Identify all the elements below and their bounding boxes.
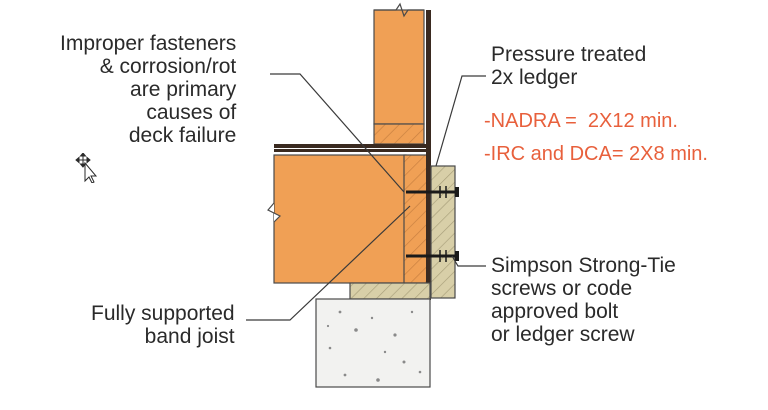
leader-improper-fasteners <box>270 73 405 193</box>
concrete-foundation <box>315 298 431 388</box>
sill-plate <box>349 282 431 300</box>
label-pressure-treated: Pressure treated 2x ledger <box>491 43 647 89</box>
label-improper-fasteners: Improper fasteners & corrosion/rot are p… <box>60 32 237 147</box>
deck-boards <box>274 144 426 152</box>
move-cursor-icon <box>75 153 98 183</box>
note-irc-dca: -IRC and DCA= 2X8 min. <box>484 143 708 165</box>
wall-stud <box>373 2 425 145</box>
leader-fully-supported <box>246 205 411 321</box>
wall-sheathing <box>426 10 431 300</box>
band-joist <box>403 154 429 284</box>
note-nadra: -NADRA = 2X12 min. <box>484 110 678 132</box>
deck-joist <box>267 154 407 284</box>
leader-pressure-treated <box>435 75 486 167</box>
leader-simpson <box>451 255 486 267</box>
label-fully-supported: Fully supported band joist <box>91 302 235 348</box>
ledger-fastener-lower <box>406 250 459 262</box>
pt-ledger <box>430 165 456 299</box>
label-simpson: Simpson Strong-Tie screws or code approv… <box>491 254 676 346</box>
ledger-fastener-upper <box>406 186 459 198</box>
